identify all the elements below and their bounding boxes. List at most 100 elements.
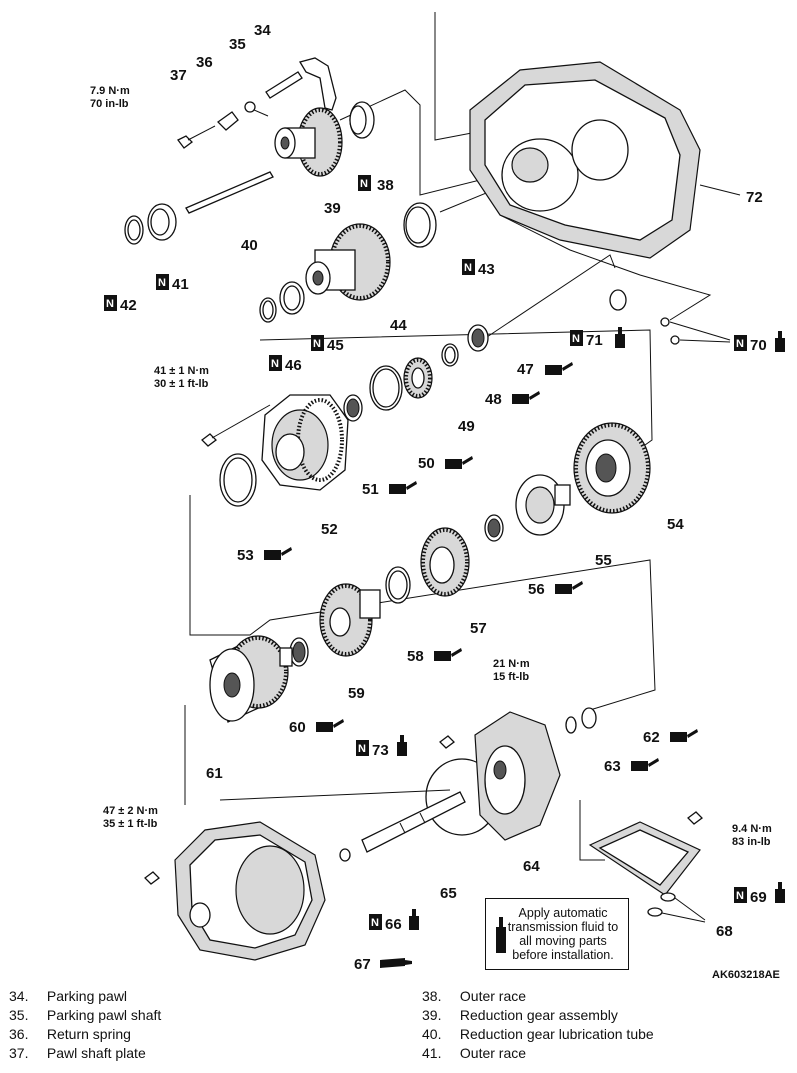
legend-label: Reduction gear assembly (459, 1007, 618, 1023)
callout-46: 46 (285, 357, 302, 374)
ring-63 (565, 716, 577, 734)
n-mark-69: N (736, 890, 744, 902)
new-part-marks: N N N N N N N N N N N (104, 175, 747, 930)
callout-41: 41 (172, 276, 189, 293)
ring-42 (124, 215, 144, 245)
housing-52 (201, 394, 349, 491)
oil-pump-64 (425, 711, 561, 841)
parking-pawl-shaft (265, 71, 303, 99)
callout-60: 60 (289, 719, 306, 736)
ring-58 (385, 566, 411, 604)
callout-69: 69 (750, 889, 767, 906)
torque-37-inlb: 70 in-lb (90, 98, 129, 110)
callout-34: 34 (254, 22, 271, 39)
torque-64-nm: 21 N·m (493, 658, 530, 670)
oil-can-icon (389, 481, 417, 494)
callout-66: 66 (385, 916, 402, 933)
callout-73: 73 (372, 742, 389, 759)
callout-52: 52 (321, 521, 338, 538)
n-mark-46: N (271, 358, 279, 370)
n-mark-41: N (158, 277, 166, 289)
legend-number: 34. (9, 988, 29, 1004)
callout-37: 37 (170, 67, 187, 84)
callout-53: 53 (237, 547, 254, 564)
legend-number: 36. (9, 1026, 29, 1042)
ring-48 (441, 343, 459, 367)
grease-tube-icon (380, 958, 412, 968)
legend-item: 35. Parking pawl shaft (0, 1007, 161, 1026)
oil-can-icon (264, 547, 292, 560)
callout-71: 71 (586, 332, 603, 349)
callout-72: 72 (746, 189, 763, 206)
atf-bottle-icon (615, 327, 625, 348)
legend-right-column: 38. Outer race 39. Reduction gear assemb… (413, 988, 654, 1064)
ring-50 (369, 365, 403, 411)
ring-45 (279, 281, 305, 315)
callout-68: 68 (716, 923, 733, 940)
torque-69-nm: 9.4 N·m (732, 823, 772, 835)
legend-label: Outer race (459, 988, 527, 1004)
legend-left-column: 34. Parking pawl 35. Parking pawl shaft … (0, 988, 161, 1064)
callout-40: 40 (241, 237, 258, 254)
n-mark-38: N (360, 178, 368, 190)
atf-note-box: Apply automatic transmission fluid to al… (485, 898, 629, 970)
oil-can-icon (512, 391, 540, 404)
callout-38: 38 (377, 177, 394, 194)
oil-can-icon (670, 729, 698, 742)
callout-50: 50 (418, 455, 435, 472)
legend-label: Parking pawl (46, 988, 128, 1004)
ring-46 (259, 297, 277, 323)
legend-item: 36. Return spring (0, 1026, 161, 1045)
parking-pawl (298, 57, 337, 111)
callout-43: 43 (478, 261, 495, 278)
legend-item: 41. Outer race (413, 1045, 654, 1064)
cover-69 (588, 811, 703, 896)
ring-47 (467, 324, 489, 352)
atf-bottle-icon (775, 331, 785, 352)
plugs-68 (647, 892, 706, 923)
ring-60 (289, 637, 309, 667)
atf-note-text: Apply automatic transmission fluid to al… (507, 906, 619, 962)
converter-housing-67 (144, 821, 326, 961)
parts-legend: 34. Parking pawl 35. Parking pawl shaft … (0, 988, 797, 1073)
drum-61 (209, 635, 293, 723)
n-mark-42: N (106, 298, 114, 310)
return-spring (244, 101, 269, 117)
n-mark-43: N (464, 262, 472, 274)
callout-42: 42 (120, 297, 137, 314)
callout-55: 55 (595, 552, 612, 569)
legend-number: 39. (422, 1007, 442, 1023)
oil-can-icon (545, 362, 573, 375)
n-mark-66: N (371, 917, 379, 929)
callout-65: 65 (440, 885, 457, 902)
reduction-gear-assembly (274, 107, 343, 177)
ring-53 (219, 453, 257, 507)
legend-label: Return spring (46, 1026, 131, 1042)
exploded-view-diagram: 34 35 36 37 38 39 40 41 42 43 44 45 46 4… (90, 12, 785, 973)
legend-item: 34. Parking pawl (0, 988, 161, 1007)
torque-67-ftlb: 35 ± 1 ft-lb (103, 818, 158, 830)
callout-67: 67 (354, 956, 371, 973)
ring-51 (343, 394, 363, 422)
callout-61: 61 (206, 765, 223, 782)
callout-63: 63 (604, 758, 621, 775)
torque-52-nm: 41 ± 1 N·m (154, 365, 209, 377)
callout-48: 48 (485, 391, 502, 408)
callout-36: 36 (196, 54, 213, 71)
oil-can-icon (555, 581, 583, 594)
callout-45: 45 (327, 337, 344, 354)
atf-bottle-icon (409, 909, 419, 930)
callout-numbers: 34 35 36 37 38 39 40 41 42 43 44 45 46 4… (120, 22, 767, 973)
gear-57 (420, 527, 470, 597)
differential-assembly (305, 223, 391, 301)
callout-39: 39 (324, 200, 341, 217)
callout-35: 35 (229, 36, 246, 53)
torque-37-nm: 7.9 N·m (90, 85, 130, 97)
legend-number: 40. (422, 1026, 442, 1042)
legend-number: 41. (422, 1045, 442, 1061)
callout-51: 51 (362, 481, 379, 498)
pawl-shaft-plate (177, 111, 239, 149)
callout-57: 57 (470, 620, 487, 637)
torque-52-ftlb: 30 ± 1 ft-lb (154, 378, 209, 390)
legend-label: Outer race (459, 1045, 527, 1061)
